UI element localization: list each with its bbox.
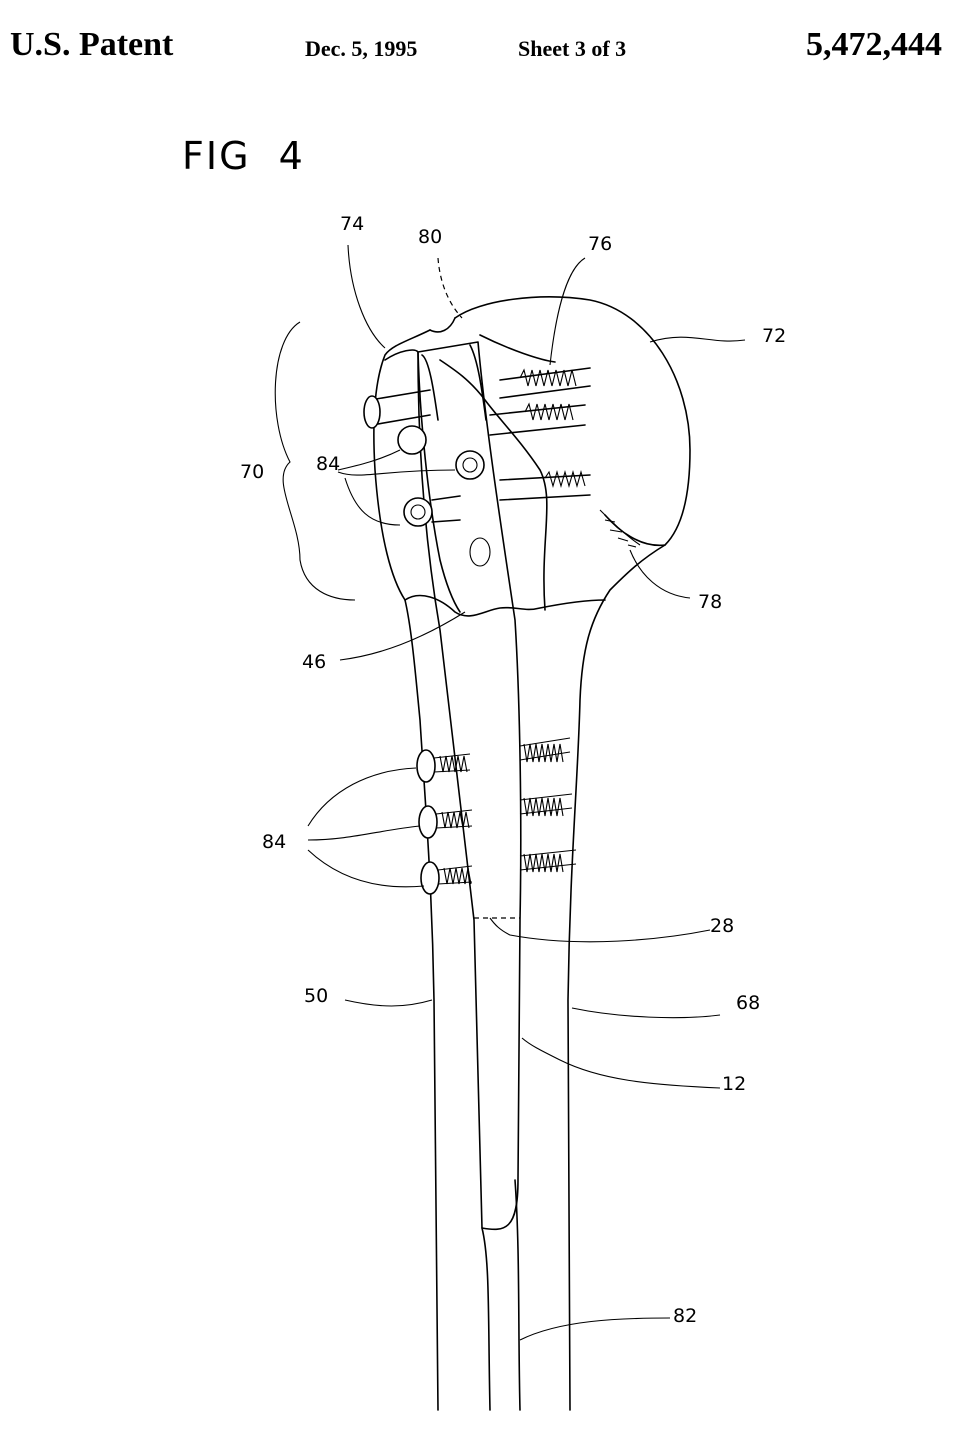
ref-80: 80 <box>418 226 442 248</box>
ref-84-lower: 84 <box>262 831 286 853</box>
ref-82: 82 <box>673 1305 697 1327</box>
humerus-outline <box>373 329 666 1411</box>
distal-screws <box>416 737 577 895</box>
proximal-component <box>384 349 548 613</box>
ref-74: 74 <box>340 213 364 235</box>
humeral-head <box>429 296 691 548</box>
ref-46: 46 <box>302 651 326 673</box>
patent-label: U.S. Patent <box>10 26 174 63</box>
ref-50: 50 <box>304 985 328 1007</box>
patent-date: Dec. 5, 1995 <box>305 36 418 61</box>
intramedullary-nail <box>417 341 522 1411</box>
ref-72: 72 <box>762 325 786 347</box>
ref-76: 76 <box>588 233 612 255</box>
ref-68: 68 <box>736 992 760 1014</box>
sheet-number: Sheet 3 of 3 <box>518 36 627 61</box>
proximal-screws <box>363 367 591 567</box>
ref-28: 28 <box>710 915 734 937</box>
figure-title: FIG 4 <box>182 134 305 178</box>
ref-70: 70 <box>240 461 264 483</box>
ref-12: 12 <box>722 1073 746 1095</box>
leader-lines <box>274 244 746 1341</box>
ref-84-upper: 84 <box>316 453 340 475</box>
patent-number: 5,472,444 <box>806 26 942 63</box>
ref-78: 78 <box>698 591 722 613</box>
